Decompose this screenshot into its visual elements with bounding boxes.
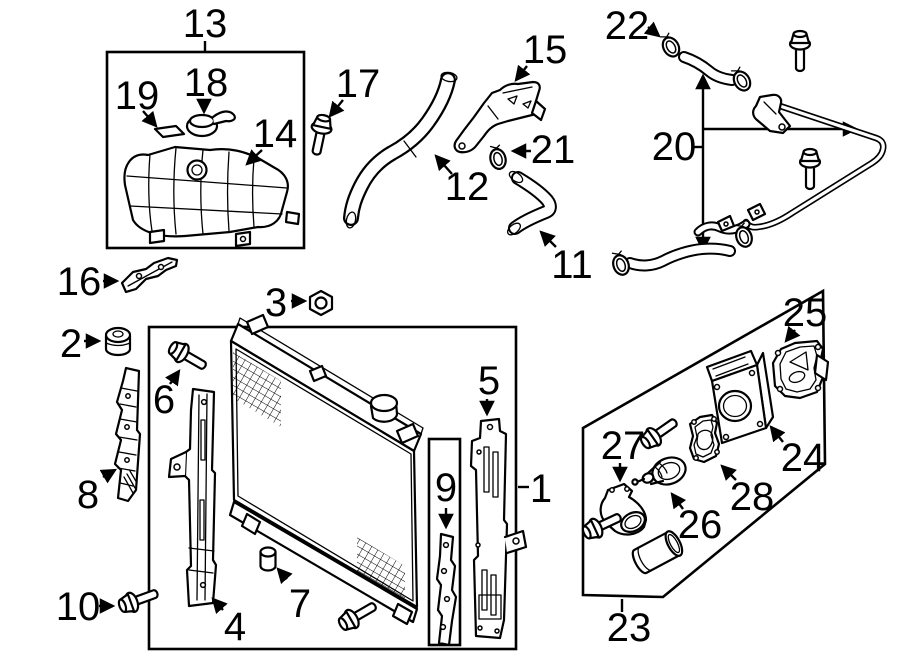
callout-9[interactable]: 9 bbox=[435, 466, 457, 510]
coolant-reservoir-tank bbox=[123, 145, 301, 248]
radiator-fins-lower bbox=[357, 537, 405, 601]
callout-7[interactable]: 7 bbox=[289, 582, 311, 626]
pipe-bolt-upper bbox=[788, 29, 812, 73]
callout-19[interactable]: 19 bbox=[115, 74, 160, 118]
outlet-hose-stub bbox=[631, 530, 684, 575]
pipe-bolt-lower bbox=[798, 147, 822, 191]
callout-28[interactable]: 28 bbox=[730, 475, 775, 519]
radiator-side-bracket-right bbox=[469, 417, 528, 640]
pipe-clamp-c bbox=[608, 248, 633, 279]
gasket-25 bbox=[771, 339, 830, 400]
rubber-cushion-mount bbox=[104, 326, 132, 357]
lower-mount-plug bbox=[259, 546, 277, 572]
callout-11[interactable]: 11 bbox=[551, 243, 593, 287]
callout-4[interactable]: 4 bbox=[224, 605, 246, 649]
reservoir-bolt bbox=[305, 112, 336, 158]
callout-2[interactable]: 2 bbox=[60, 322, 82, 366]
thermostat-26 bbox=[631, 456, 687, 486]
hose-bracket bbox=[453, 80, 547, 154]
side-air-guide bbox=[113, 366, 142, 503]
callout-12[interactable]: 12 bbox=[445, 165, 490, 209]
callout-24[interactable]: 24 bbox=[781, 436, 826, 480]
callout-18[interactable]: 18 bbox=[184, 61, 229, 105]
coolant-pipe-assembly bbox=[608, 29, 887, 279]
callout-17[interactable]: 17 bbox=[336, 62, 381, 106]
radiator-side-bracket-left bbox=[167, 387, 218, 608]
side-seal-strip bbox=[435, 532, 458, 647]
hose-clamp-21 bbox=[486, 142, 509, 172]
callout-16[interactable]: 16 bbox=[57, 260, 102, 304]
radiator-filler-neck bbox=[369, 393, 399, 423]
callout-6[interactable]: 6 bbox=[153, 378, 175, 422]
callout-10[interactable]: 10 bbox=[56, 585, 101, 629]
callout-leaders bbox=[84, 21, 801, 615]
callout-21[interactable]: 21 bbox=[531, 128, 576, 172]
radiator-bolt-upper bbox=[164, 336, 212, 377]
thermostat-group-box bbox=[581, 288, 827, 599]
reservoir-cap bbox=[185, 110, 236, 138]
callout-5[interactable]: 5 bbox=[478, 359, 500, 403]
thermostat-housing-24 bbox=[705, 349, 775, 445]
callout-14[interactable]: 14 bbox=[253, 112, 298, 156]
mount-nut bbox=[308, 289, 334, 317]
callout-3[interactable]: 3 bbox=[265, 281, 287, 325]
callout-20[interactable]: 20 bbox=[652, 125, 697, 169]
radiator bbox=[228, 313, 424, 626]
upper-radiator-hose bbox=[343, 71, 458, 229]
lower-radiator-hose bbox=[507, 170, 557, 236]
callout-1[interactable]: 1 bbox=[530, 467, 552, 511]
radiator-bolt-lower-left bbox=[115, 582, 162, 618]
radiator-group-box bbox=[147, 325, 518, 651]
callout-22[interactable]: 22 bbox=[605, 4, 650, 48]
radiator-fins-upper bbox=[233, 352, 281, 427]
callout-15[interactable]: 15 bbox=[523, 28, 568, 72]
callout-13[interactable]: 13 bbox=[183, 2, 228, 46]
upper-mount-bracket bbox=[120, 256, 179, 294]
radiator-bolt-lower-right bbox=[334, 595, 382, 636]
reservoir-label-pad bbox=[153, 124, 186, 139]
callout-27[interactable]: 27 bbox=[601, 424, 646, 468]
callout-26[interactable]: 26 bbox=[678, 503, 723, 547]
callout-8[interactable]: 8 bbox=[77, 473, 99, 517]
gasket-28 bbox=[688, 413, 721, 464]
callout-25[interactable]: 25 bbox=[783, 291, 828, 335]
callout-23[interactable]: 23 bbox=[607, 606, 652, 650]
callout-labels: 1 2 3 4 5 6 7 8 9 10 11 12 13 14 15 16 1… bbox=[56, 2, 828, 650]
